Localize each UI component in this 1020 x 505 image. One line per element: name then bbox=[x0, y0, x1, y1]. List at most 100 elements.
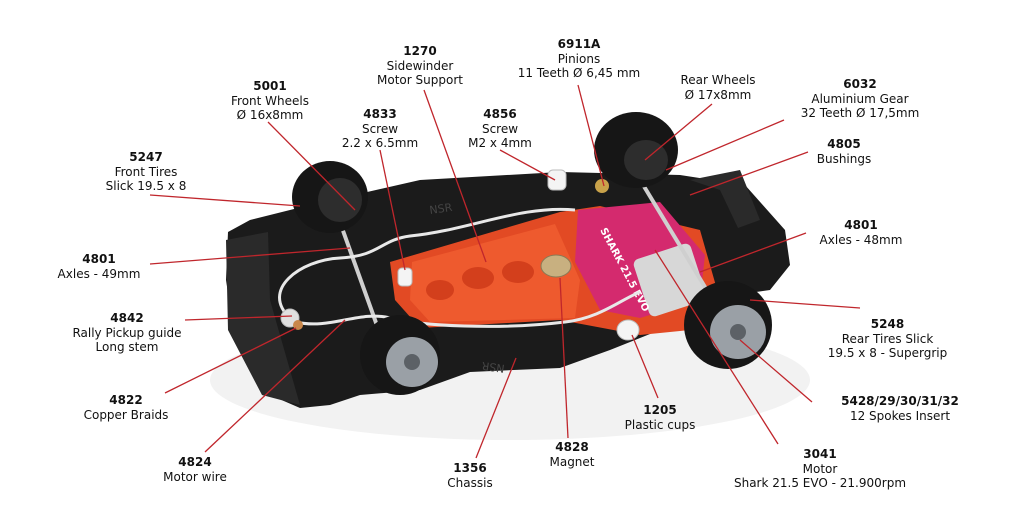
chassis-front-lip bbox=[226, 232, 300, 405]
part-desc-1: Plastic cups bbox=[624, 417, 696, 432]
part-desc-1: Screw bbox=[361, 121, 399, 136]
label-pickup-guide: 4842 Rally Pickup guide Long stem bbox=[62, 311, 192, 355]
part-desc-2: 19.5 x 8 - Supergrip bbox=[827, 346, 948, 360]
leader-1356 bbox=[475, 357, 517, 459]
label-front-tires: 5247 Front Tires Slick 19.5 x 8 bbox=[86, 150, 206, 194]
label-screw-4833: 4833 Screw 2.2 x 6.5mm bbox=[320, 107, 440, 151]
part-desc-1: Motor wire bbox=[163, 469, 227, 484]
leader-4833 bbox=[379, 149, 406, 271]
chassis-imprint: NSR bbox=[429, 201, 454, 217]
label-rear-wheels: Rear Wheels Ø 17x8mm bbox=[658, 73, 778, 102]
part-desc-1: Magnet bbox=[549, 454, 595, 469]
part-code: 4828 bbox=[555, 440, 589, 454]
part-code: 5247 bbox=[129, 150, 163, 164]
label-plastic-cups: 1205 Plastic cups bbox=[610, 403, 710, 432]
part-code: 1270 bbox=[403, 44, 437, 58]
part-desc-1: Bushings bbox=[816, 151, 872, 166]
part-code: 4824 bbox=[178, 455, 212, 469]
leader-4856 bbox=[499, 149, 556, 181]
part-desc-1: Motor bbox=[802, 461, 838, 476]
leader-4801a bbox=[149, 247, 351, 265]
magnet bbox=[540, 254, 572, 278]
part-code: 4805 bbox=[827, 137, 861, 151]
part-desc-1: Copper Braids bbox=[83, 407, 169, 422]
screw-front bbox=[397, 267, 413, 287]
label-motor: 3041 Motor Shark 21.5 EVO - 21.900rpm bbox=[720, 447, 920, 491]
label-screw-4856: 4856 Screw M2 x 4mm bbox=[440, 107, 560, 151]
part-desc-2: Shark 21.5 EVO - 21.900rpm bbox=[733, 476, 907, 490]
part-code: 5248 bbox=[870, 317, 905, 331]
label-axles-48: 4801 Axles - 48mm bbox=[806, 218, 916, 247]
part-desc-2: 11 Teeth Ø 6,45 mm bbox=[517, 66, 641, 80]
part-code: 1205 bbox=[643, 403, 677, 417]
label-pinions: 6911A Pinions 11 Teeth Ø 6,45 mm bbox=[509, 37, 649, 81]
part-desc-2: Slick 19.5 x 8 bbox=[105, 179, 187, 193]
leader-4842 bbox=[184, 315, 293, 321]
part-code: 4801 bbox=[844, 218, 878, 232]
part-desc-1: Front Wheels bbox=[231, 93, 309, 108]
part-desc-1: Screw bbox=[481, 121, 519, 136]
leader-5001 bbox=[267, 121, 356, 211]
front-right-wheel bbox=[360, 315, 440, 395]
label-spokes-insert: 5428/29/30/31/32 12 Spokes Insert bbox=[820, 394, 980, 423]
screw-rear bbox=[547, 169, 567, 191]
part-desc-1: Pinions bbox=[557, 51, 601, 66]
motor-wire-2 bbox=[295, 290, 641, 328]
part-desc-1: Front Tires bbox=[114, 164, 178, 179]
copper-braid bbox=[293, 320, 303, 330]
leader-6032 bbox=[665, 119, 785, 171]
support-hole-1 bbox=[426, 280, 454, 300]
part-desc-1: Aluminium Gear bbox=[811, 91, 909, 106]
part-desc-2: M2 x 4mm bbox=[468, 136, 532, 150]
part-desc-1: Chassis bbox=[447, 475, 493, 490]
part-desc-2: Ø 16x8mm bbox=[236, 108, 304, 122]
chassis-imprint-lower: NSR bbox=[481, 359, 506, 375]
part-desc-1: Axles - 48mm bbox=[819, 232, 903, 247]
part-desc-2: 32 Teeth Ø 17,5mm bbox=[800, 106, 920, 120]
leader-5247 bbox=[149, 194, 301, 207]
label-motor-wire: 4824 Motor wire bbox=[140, 455, 250, 484]
part-code: 6911A bbox=[557, 37, 601, 51]
part-code: 1356 bbox=[453, 461, 487, 475]
label-front-wheels: 5001 Front Wheels Ø 16x8mm bbox=[210, 79, 330, 123]
part-desc-1: Sidewinder bbox=[386, 58, 454, 73]
motor-support-pod bbox=[410, 224, 580, 322]
leader-1205 bbox=[631, 334, 659, 399]
part-code: 4822 bbox=[109, 393, 143, 407]
leader-6911A bbox=[577, 84, 605, 187]
part-desc-1: 12 Spokes Insert bbox=[849, 408, 951, 423]
leader-5248 bbox=[749, 299, 861, 309]
leader-4822 bbox=[164, 327, 297, 394]
motor-wire bbox=[278, 207, 576, 320]
part-code: 5428/29/30/31/32 bbox=[841, 394, 959, 408]
part-code: 5001 bbox=[253, 79, 287, 93]
part-code: 4833 bbox=[363, 107, 397, 121]
leader-4828 bbox=[559, 277, 569, 439]
part-desc-1: Rear Wheels bbox=[680, 73, 756, 87]
label-bushings: 4805 Bushings bbox=[794, 137, 894, 166]
part-desc-1: Rally Pickup guide bbox=[72, 325, 182, 340]
leader-rear bbox=[644, 103, 713, 161]
rear-body-mount bbox=[690, 170, 760, 228]
part-code: 4842 bbox=[110, 311, 144, 325]
part-code: 4856 bbox=[483, 107, 517, 121]
label-axles-49: 4801 Axles - 49mm bbox=[44, 252, 154, 281]
support-hole-3 bbox=[502, 261, 534, 283]
part-desc-2: Long stem bbox=[95, 340, 159, 354]
leader-5428 bbox=[739, 339, 813, 403]
part-code: 4801 bbox=[82, 252, 116, 266]
part-desc-1: Rear Tires Slick bbox=[841, 331, 934, 346]
support-hole-2 bbox=[462, 267, 494, 289]
label-rear-tires: 5248 Rear Tires Slick 19.5 x 8 - Supergr… bbox=[810, 317, 965, 361]
part-desc-1: Axles - 49mm bbox=[57, 266, 141, 281]
part-code: 3041 bbox=[803, 447, 837, 461]
leader-lines bbox=[149, 84, 861, 459]
part-desc-2: Motor Support bbox=[377, 73, 463, 87]
label-copper-braids: 4822 Copper Braids bbox=[66, 393, 186, 422]
leader-1270 bbox=[423, 89, 487, 263]
label-magnet: 4828 Magnet bbox=[532, 440, 612, 469]
label-motor-support: 1270 Sidewinder Motor Support bbox=[360, 44, 480, 88]
leader-3041 bbox=[654, 249, 779, 445]
leader-4805 bbox=[689, 151, 809, 196]
